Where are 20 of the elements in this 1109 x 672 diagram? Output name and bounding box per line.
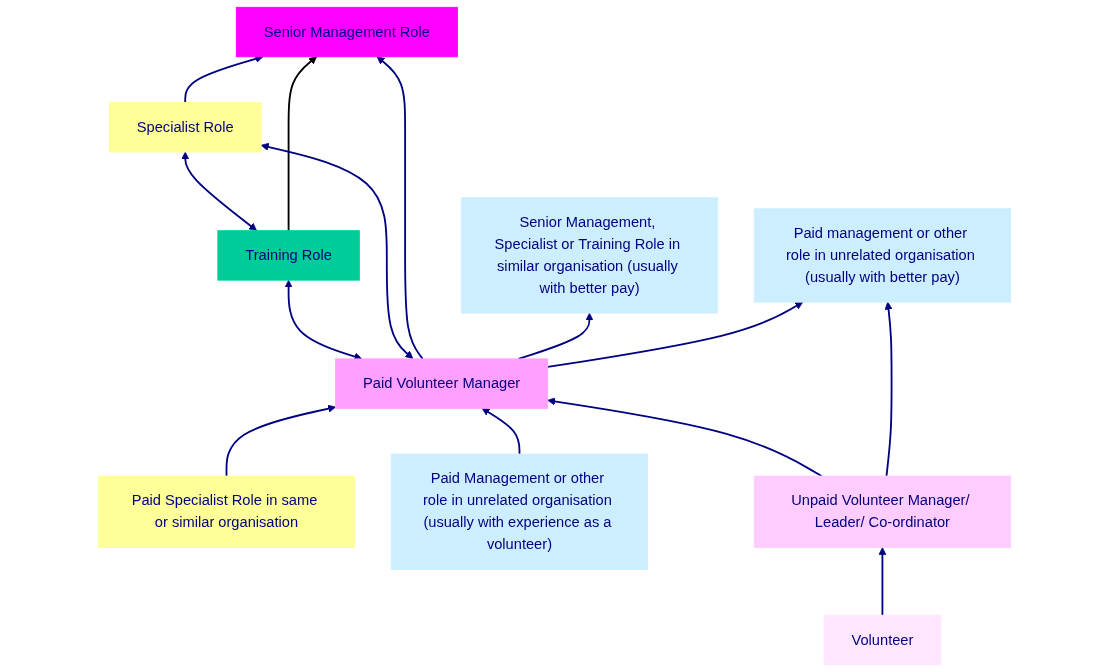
node-box: Senior Management, Specialist or Training Role in similar organisation (usually with better pay) <box>460 197 719 314</box>
node-box: Paid Management or other role in unrelated organisation (usually with experience as a volunteer) <box>390 453 649 570</box>
node-box: Paid Specialist Role in same or similar organisation <box>97 475 356 548</box>
arrow <box>546 301 804 368</box>
node-box: Paid Volunteer Manager <box>335 358 549 409</box>
arrow <box>287 56 317 232</box>
node-box: Unpaid Volunteer Manager/ Leader/ Co-ordinator <box>753 475 1012 548</box>
node-box: Specialist Role <box>108 102 262 153</box>
arrow <box>376 56 424 360</box>
node-box: Paid management or other role in unrelated organisation (usually with better pay) <box>753 208 1012 303</box>
arrow <box>481 407 521 455</box>
arrow <box>547 397 823 477</box>
node-box: Senior Management Role <box>235 6 458 58</box>
arrow <box>181 151 257 231</box>
arrow <box>260 142 414 359</box>
arrow <box>878 547 887 617</box>
node-box: Volunteer <box>823 614 942 666</box>
arrow <box>884 301 893 477</box>
arrow <box>225 404 336 477</box>
node-box: Training Role <box>217 230 360 281</box>
